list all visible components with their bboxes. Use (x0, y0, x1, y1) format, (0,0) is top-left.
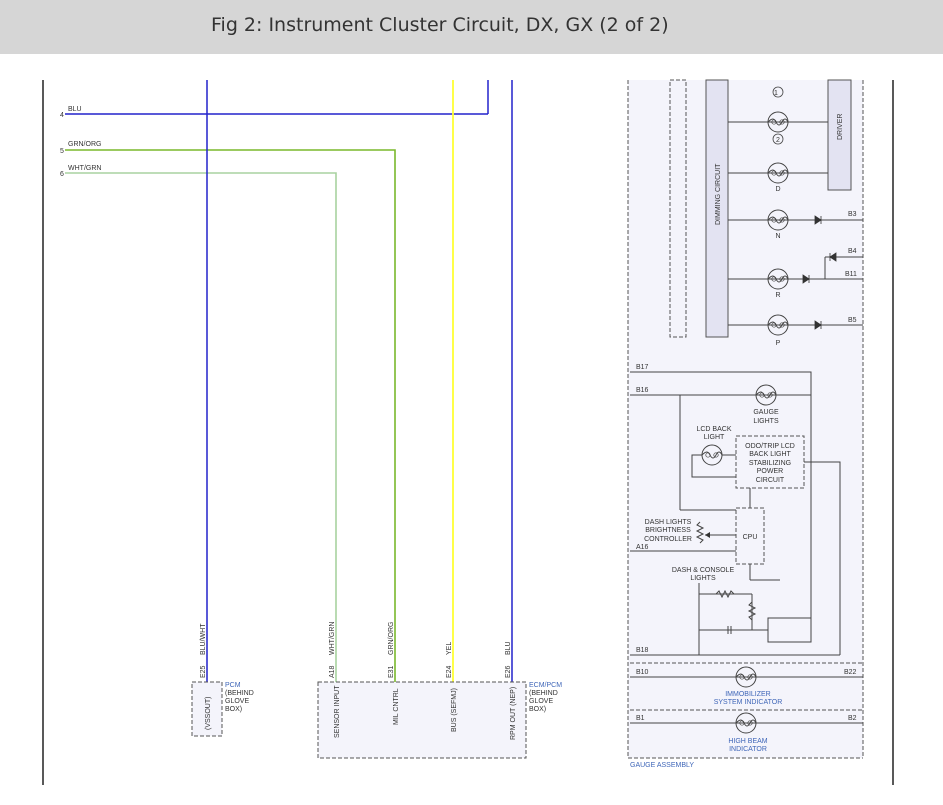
svg-text:B10: B10 (636, 669, 649, 676)
svg-text:IMMOBILIZER: IMMOBILIZER (725, 691, 771, 698)
svg-text:STABILIZING: STABILIZING (749, 460, 791, 467)
svg-text:CPU: CPU (743, 534, 758, 541)
wire-4-color: BLU (68, 106, 82, 113)
ecm-pin-e31: E31 (388, 665, 395, 678)
wire-6: 6 WHT/GRN (60, 165, 337, 682)
wire-6-pin: 6 (60, 171, 64, 178)
svg-text:CIRCUIT: CIRCUIT (756, 477, 785, 484)
pcm-connector: E25 (VSSOUT) PCM (BEHIND GLOVE BOX) (191, 665, 254, 737)
pcm-location-3: BOX) (225, 706, 242, 713)
svg-text:R: R (775, 292, 780, 299)
svg-text:LIGHT: LIGHT (704, 434, 725, 441)
wire-5-color: GRN/ORG (68, 141, 101, 148)
indicator-1: 1 (772, 86, 784, 98)
ecm-connector: A18 E31 E24 E26 SENSOR INPUT MIL CNTRL B… (317, 665, 562, 759)
dash-console-lights: DASH & CONSOLE LIGHTS (672, 564, 812, 643)
wire-5-pin: 5 (60, 148, 64, 155)
driver-label: DRIVER (837, 114, 844, 140)
vlabel-grn-org: GRN/ORG (388, 622, 395, 655)
pcm-pin: E25 (200, 665, 207, 678)
svg-text:INDICATOR: INDICATOR (729, 746, 767, 753)
wire-4-pin: 4 (60, 112, 64, 119)
svg-text:B1: B1 (636, 715, 645, 722)
svg-text:HIGH BEAM: HIGH BEAM (728, 738, 767, 745)
svg-text:LCD BACK: LCD BACK (696, 426, 731, 433)
ecm-signal-sensor-input: SENSOR INPUT (334, 685, 341, 738)
svg-text:P: P (776, 340, 781, 347)
dash-brightness-controller: DASH LIGHTS BRIGHTNESS CONTROLLER (644, 519, 736, 544)
pin-a16: A16 (636, 544, 649, 551)
ecm-location-3: BOX) (529, 706, 546, 713)
vlabel-yel: YEL (446, 642, 453, 655)
pin-b18: B18 (636, 647, 649, 654)
svg-text:LIGHTS: LIGHTS (690, 575, 716, 582)
ecm-pin-e26: E26 (505, 665, 512, 678)
pin-b17: B17 (636, 364, 649, 371)
indicator-p: P B5 (728, 314, 863, 347)
dimming-circuit-label: DIMMING CIRCUIT (715, 163, 722, 225)
svg-text:B11: B11 (845, 271, 857, 278)
svg-text:BRIGHTNESS: BRIGHTNESS (645, 527, 691, 534)
ecm-signal-rpm-out: RPM OUT (NEP) (510, 687, 517, 740)
vlabel-blu: BLU (505, 641, 512, 655)
svg-text:D: D (775, 186, 780, 193)
pcm-signal: (VSSOUT) (205, 697, 212, 730)
page-title: Fig 2: Instrument Cluster Circuit, DX, G… (211, 14, 669, 36)
ecm-signal-mil-cntrl: MIL CNTRL (393, 688, 400, 725)
svg-text:B2: B2 (848, 715, 857, 722)
ecm-location-2: GLOVE (529, 698, 553, 705)
pin-b16: B16 (636, 387, 649, 394)
ecm-name: ECM/PCM (529, 682, 562, 689)
svg-text:B4: B4 (848, 248, 857, 255)
pcm-name: PCM (225, 682, 241, 689)
svg-text:CONTROLLER: CONTROLLER (644, 536, 692, 543)
immobilizer-indicator: B10 B22 IMMOBILIZER SYSTEM INDICATOR (630, 666, 863, 706)
pcm-location-1: (BEHIND (225, 690, 254, 697)
ecm-location-1: (BEHIND (529, 690, 558, 697)
indicator-2: 2 (728, 111, 828, 145)
svg-text:POWER: POWER (757, 468, 783, 475)
svg-text:B22: B22 (844, 669, 857, 676)
svg-text:1: 1 (774, 90, 778, 97)
indicator-d: D (728, 162, 828, 193)
pcm-location-2: GLOVE (225, 698, 249, 705)
svg-text:B3: B3 (848, 211, 857, 218)
ecm-pin-e24: E24 (446, 665, 453, 678)
wire-4: 4 BLU (60, 80, 489, 119)
svg-text:N: N (775, 233, 780, 240)
wire-5: 5 GRN/ORG (60, 141, 396, 682)
gauge-assembly: GAUGE ASSEMBLY DIMMING CIRCUIT DRIVER 1 … (627, 79, 894, 785)
odo-trip-box: ODO/TRIP LCD BACK LIGHT STABILIZING POWE… (735, 435, 805, 489)
high-beam-indicator: B1 B2 HIGH BEAM INDICATOR (630, 712, 863, 753)
ecm-pin-a18: A18 (329, 665, 336, 678)
vlabel-blu-wht: BLU/WHT (200, 623, 207, 655)
svg-text:DASH & CONSOLE: DASH & CONSOLE (672, 567, 735, 574)
cpu-box: CPU (735, 507, 765, 565)
svg-text:LIGHTS: LIGHTS (753, 418, 779, 425)
gauge-lights: GAUGE LIGHTS (753, 384, 779, 425)
svg-text:ODO/TRIP LCD: ODO/TRIP LCD (745, 443, 795, 450)
indicator-r: B4 B11 R (728, 248, 863, 299)
svg-text:B5: B5 (848, 317, 857, 324)
wire-6-color: WHT/GRN (68, 165, 101, 172)
indicator-n: N B3 (728, 209, 863, 240)
gauge-assembly-label: GAUGE ASSEMBLY (630, 762, 694, 769)
lcd-back-light: LCD BACK LIGHT (691, 426, 736, 478)
title-bar: Fig 2: Instrument Cluster Circuit, DX, G… (0, 0, 943, 54)
svg-text:BACK LIGHT: BACK LIGHT (749, 451, 791, 458)
svg-text:2: 2 (776, 137, 780, 144)
vlabel-wht-grn: WHT/GRN (329, 622, 336, 655)
ecm-signal-bus: BUS (SEFMJ) (451, 688, 458, 732)
svg-text:DASH LIGHTS: DASH LIGHTS (645, 519, 692, 526)
svg-text:SYSTEM INDICATOR: SYSTEM INDICATOR (714, 699, 783, 706)
svg-text:GAUGE: GAUGE (753, 409, 779, 416)
